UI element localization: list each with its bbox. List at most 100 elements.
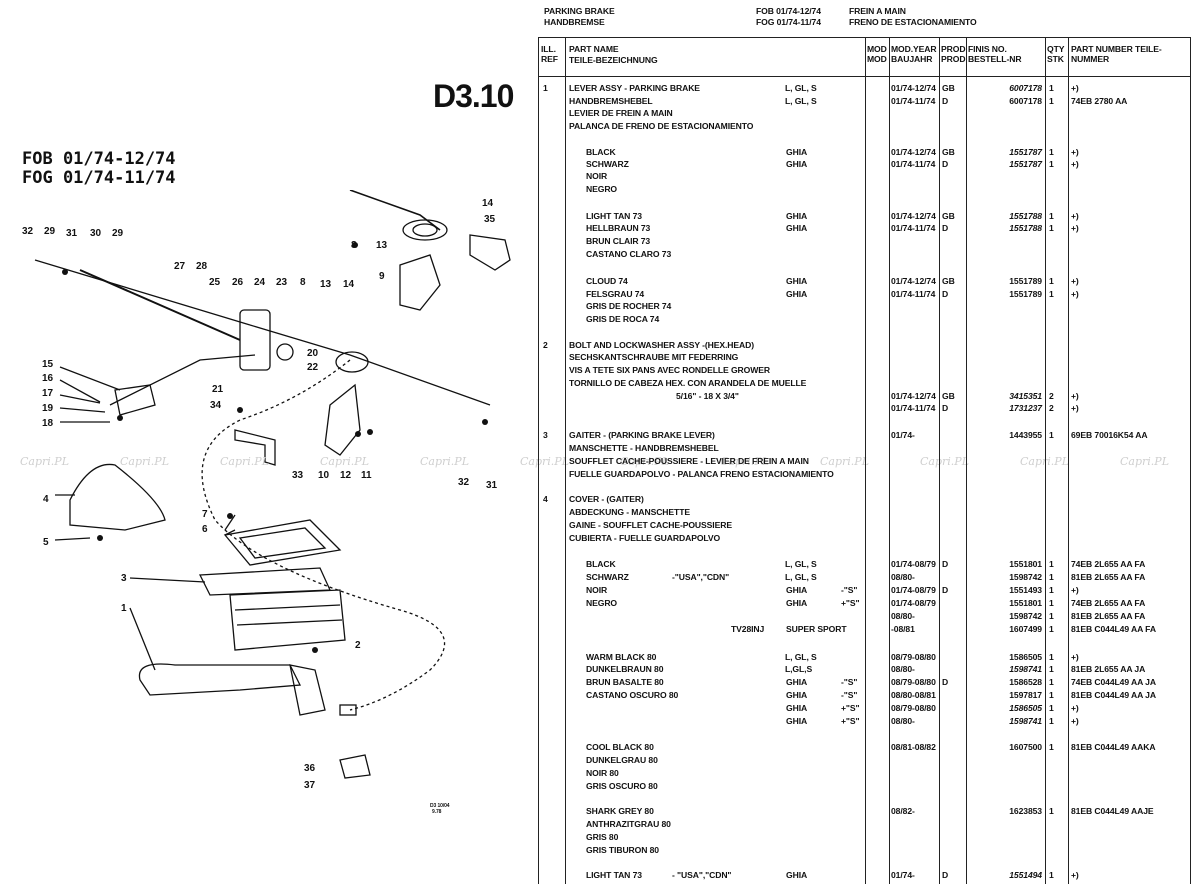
model: L, GL, S [785,96,817,106]
prod-code: D [942,159,949,169]
callout: 18 [42,418,54,429]
mod-year: 08/81-08/82 [891,742,936,752]
ill-ref: 2 [543,340,548,350]
finis-number: 1597817 [1009,690,1042,700]
model-extra: -"S" [841,585,858,595]
prod-code: GB [942,211,955,221]
part-name: GAINE - SOUFFLET CACHE-POUSSIERE [569,520,732,530]
ill-ref: 4 [543,494,548,504]
part-number: +) [1071,276,1079,286]
col-finis: FINIS NO. BESTELL-NR [968,44,1022,64]
part-name: ANTHRAZITGRAU 80 [586,819,671,829]
part-name: VIS A TETE SIX PANS AVEC RONDELLE GROWER [569,365,770,375]
quantity: 1 [1049,598,1054,608]
model: SUPER SPORT [786,624,847,634]
part-name: SOUFFLET CACHE-POUSSIERE - LEVIER DE FRE… [569,456,809,466]
finis-number: 1551789 [1009,276,1042,286]
model: GHIA [786,289,808,299]
part-name: GRIS DE ROCA 74 [586,314,660,324]
fog-range: FOG 01/74-11/74 [756,17,821,27]
prod-code: D [942,96,949,106]
usage-note: - "USA","CDN" [672,870,732,880]
callout: 23 [276,277,288,288]
finis-number: 1598742 [1009,572,1042,582]
part-name: BLACK [586,559,616,569]
part-number: +) [1071,716,1079,726]
part-number: 81EB 2L655 AA FA [1071,572,1146,582]
part-name: GRIS DE ROCHER 74 [586,301,672,311]
quantity: 1 [1049,611,1054,621]
part-number: 74EB 2L655 AA FA [1071,559,1146,569]
callout: 20 [307,348,319,359]
model-extra: +"S" [841,716,860,726]
part-name: LIGHT TAN 73 [586,870,642,880]
mod-year: 01/74-08/79 [891,559,936,569]
small-code-2: 9.78 [432,809,442,815]
callout: 7 [202,509,208,520]
finis-number: 1598741 [1009,716,1042,726]
part-number: +) [1071,652,1079,662]
part-name: NEGRO [586,184,618,194]
col-part-name: PART NAME [569,44,619,54]
callout: 27 [174,261,186,272]
part-name: PALANCA DE FRENO DE ESTACIONAMIENTO [569,121,754,131]
col-part-number: PART NUMBER TEILE-NUMMER [1071,44,1162,64]
watermark: Capri.PL [1020,455,1069,468]
callout: 17 [42,388,54,399]
part-number: 81EB 2L655 AA JA [1071,664,1146,674]
quantity: 1 [1049,624,1054,634]
part-name: BOLT AND LOCKWASHER ASSY -(HEX.HEAD) [569,340,754,350]
part-name: GRIS OSCURO 80 [586,781,658,791]
model: GHIA [786,677,808,687]
mod-year: 01/74-11/74 [891,96,936,106]
part-name: MANSCHETTE - HANDBREMSHEBEL [569,443,719,453]
model: L, GL, S [785,559,817,569]
part-number: 69EB 70016K54 AA [1071,430,1148,440]
callout: 32 [22,226,34,237]
watermark: Capri.PL [20,455,69,468]
finis-number: 1607499 [1009,624,1042,634]
part-number: +) [1071,211,1079,221]
callout: 37 [304,780,316,791]
model: GHIA [786,598,808,608]
prod-code: D [942,585,949,595]
part-name: 5/16" - 18 X 3/4" [676,391,739,401]
model-extra: -"S" [841,677,858,687]
mod-year: 01/74-12/74 [891,211,936,221]
mod-year: 08/79-08/80 [891,652,936,662]
mod-year: 08/80-08/81 [891,690,936,700]
model: GHIA [786,211,808,221]
col-part-name-de: TEILE-BEZEICHNUNG [569,55,658,65]
callout: 21 [212,384,224,395]
callout: 33 [292,470,304,481]
part-number: +) [1071,403,1079,413]
part-name: BRUN BASALTE 80 [586,677,664,687]
model: GHIA [786,690,808,700]
part-name: LIGHT TAN 73 [586,211,642,221]
model: GHIA [786,159,808,169]
quantity: 1 [1049,572,1054,582]
quantity: 1 [1049,870,1054,880]
mod-year: 01/74-08/79 [891,585,936,595]
part-number: 74EB 2L655 AA FA [1071,598,1146,608]
quantity: 1 [1049,559,1054,569]
fob-label: FOB 01/74-12/74 [22,149,176,169]
finis-number: 1551801 [1009,598,1042,608]
model: L, GL, S [785,572,817,582]
callout: 13 [376,240,388,251]
model: GHIA [786,276,808,286]
watermark: Capri.PL [720,455,769,468]
usage-note: TV28INJ [731,624,765,634]
quantity: 1 [1049,585,1054,595]
part-number: 81EB C044L49 AAKA [1071,742,1156,752]
callout: 34 [210,400,222,411]
callout: 8 [300,277,306,288]
ill-ref: 1 [543,83,548,93]
usage-note: -"USA","CDN" [672,572,730,582]
finis-number: 1586505 [1009,652,1042,662]
part-name: WARM BLACK 80 [586,652,657,662]
part-name: CASTANO OSCURO 80 [586,690,679,700]
model: L,GL,S [785,664,813,674]
model-extra: -"S" [841,690,858,700]
callout: 36 [304,763,316,774]
